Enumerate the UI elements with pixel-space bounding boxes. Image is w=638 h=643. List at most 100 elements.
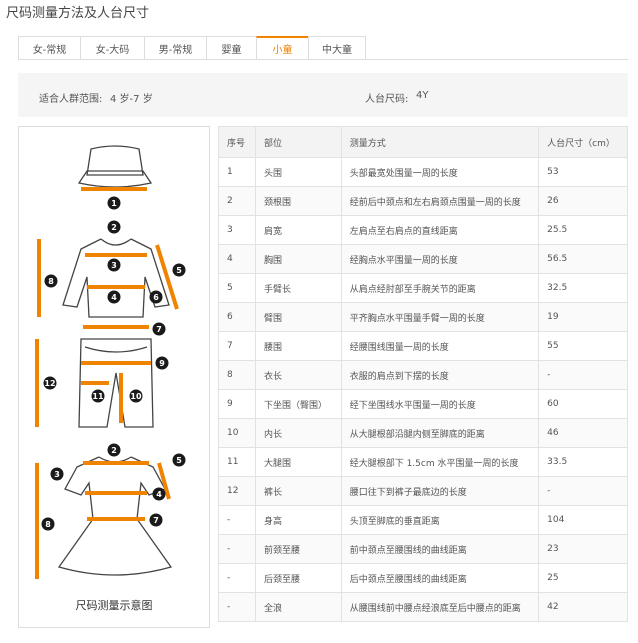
svg-text:11: 11	[92, 392, 104, 401]
measurement-diagram-panel: 1 2 3 4 5 6 7 8 9 10 11 12 2 3 4 5 7 8 尺…	[18, 126, 210, 628]
column-header-part: 部位	[254, 126, 342, 158]
svg-text:8: 8	[48, 277, 54, 286]
model-size-label: 人台尺码:	[365, 94, 409, 105]
row-index: -	[218, 534, 256, 564]
row-size: 32.5	[538, 273, 628, 303]
row-index: 9	[218, 389, 256, 419]
row-method: 从腰围线前中腰点经浪底至后中腰点的距离	[340, 592, 540, 622]
marker-3: 3	[107, 258, 121, 272]
row-part: 大腿围	[254, 447, 342, 477]
row-size: 33.5	[538, 447, 628, 477]
shirt-illustration	[62, 238, 170, 318]
column-header-size: 人台尺寸（cm）	[538, 126, 628, 158]
row-method: 经下坐围线水平围量一周的长度	[340, 389, 540, 419]
svg-text:10: 10	[130, 392, 142, 401]
row-size: 55	[538, 331, 628, 361]
tab-women-regular[interactable]: 女-常规	[18, 36, 80, 60]
row-size: 25.5	[538, 215, 628, 245]
row-method: 左肩点至右肩点的直线距离	[340, 215, 540, 245]
row-size: 42	[538, 592, 628, 622]
svg-text:5: 5	[176, 456, 182, 465]
tab-big-kids[interactable]: 中大童	[308, 36, 366, 60]
row-method: 腰口往下到裤子最底边的长度	[340, 476, 540, 506]
row-size: 53	[538, 157, 628, 187]
row-size: 60	[538, 389, 628, 419]
page-title: 尺码测量方法及人台尺寸	[6, 6, 150, 21]
row-part: 内长	[254, 418, 342, 448]
marker-4: 4	[107, 290, 121, 304]
column-header-index: 序号	[218, 126, 256, 158]
marker-8: 8	[44, 274, 58, 288]
row-size: -	[538, 360, 628, 390]
age-range-label: 适合人群范围:	[39, 94, 103, 105]
row-index: 8	[218, 360, 256, 390]
svg-text:2: 2	[111, 446, 117, 455]
tabs-divider	[18, 59, 628, 60]
row-index: 2	[218, 186, 256, 216]
marker-1: 1	[107, 196, 121, 210]
row-size: 46	[538, 418, 628, 448]
row-part: 肩宽	[254, 215, 342, 245]
marker-7: 7	[152, 322, 166, 336]
row-index: -	[218, 505, 256, 535]
row-part: 下坐围（臀围）	[254, 389, 342, 419]
row-size: 104	[538, 505, 628, 535]
row-part: 全浪	[254, 592, 342, 622]
dress-arm-measure-line	[157, 462, 171, 500]
marker-10: 10	[129, 389, 143, 403]
dress-marker-2: 2	[107, 443, 121, 457]
dress-marker-3: 3	[50, 467, 64, 481]
row-part: 衣长	[254, 360, 342, 390]
row-size: 23	[538, 534, 628, 564]
row-method: 头部最宽处围量一周的长度	[340, 157, 540, 187]
marker-6: 6	[149, 290, 163, 304]
row-index: 6	[218, 302, 256, 332]
row-size: 56.5	[538, 244, 628, 274]
dress-marker-5: 5	[172, 453, 186, 467]
row-index: 12	[218, 476, 256, 506]
row-method: 衣服的肩点到下摆的长度	[340, 360, 540, 390]
row-method: 头顶至脚底的垂直距离	[340, 505, 540, 535]
row-part: 裤长	[254, 476, 342, 506]
svg-text:12: 12	[44, 379, 55, 388]
row-part: 后颈至腰	[254, 563, 342, 593]
table-header-row: 序号 部位 测量方式 人台尺寸（cm）	[218, 126, 628, 158]
row-method: 前中颈点至腰围线的曲线距离	[340, 534, 540, 564]
svg-text:8: 8	[45, 520, 51, 529]
tab-baby[interactable]: 婴童	[206, 36, 256, 60]
row-index: -	[218, 563, 256, 593]
info-panel: 适合人群范围: 4 岁-7 岁 人台尺码: 4Y	[18, 73, 628, 117]
row-part: 胸围	[254, 244, 342, 274]
marker-2: 2	[107, 220, 121, 234]
tab-men-regular[interactable]: 男-常规	[144, 36, 206, 60]
row-size: -	[538, 476, 628, 506]
row-index: 5	[218, 273, 256, 303]
model-size-value: 4Y	[416, 90, 429, 101]
svg-text:6: 6	[153, 293, 159, 302]
row-method: 经大腿根部下 1.5cm 水平围量一周的长度	[340, 447, 540, 477]
row-index: 3	[218, 215, 256, 245]
row-part: 臂围	[254, 302, 342, 332]
row-part: 前颈至腰	[254, 534, 342, 564]
row-size: 19	[538, 302, 628, 332]
tab-little-kids[interactable]: 小童	[256, 36, 308, 60]
row-index: 7	[218, 331, 256, 361]
tab-women-plus[interactable]: 女-大码	[80, 36, 144, 60]
row-method: 平齐胸点水平围量手臂一周的长度	[340, 302, 540, 332]
svg-text:5: 5	[176, 266, 182, 275]
svg-text:1: 1	[111, 199, 117, 208]
row-method: 经胸点水平围量一周的长度	[340, 244, 540, 274]
